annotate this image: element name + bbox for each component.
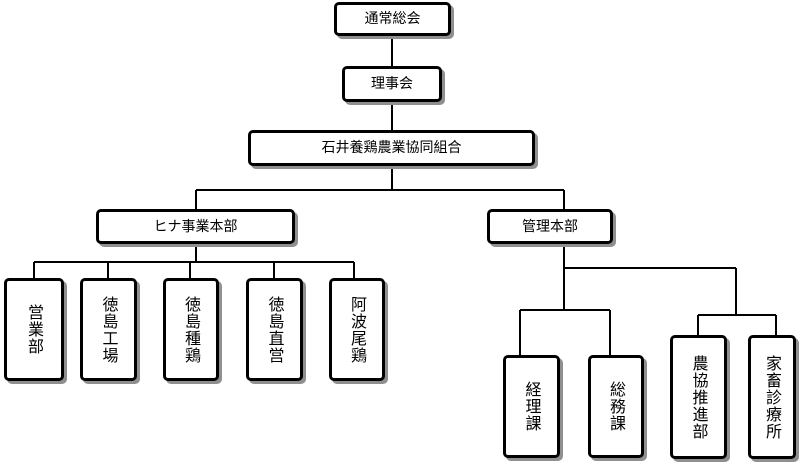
- hina-division-label: ヒナ事業本部: [153, 218, 238, 235]
- board-label: 理事会: [371, 76, 413, 92]
- admin-section-accounting: 経理課: [503, 355, 560, 458]
- hina-unit-awaodori: 阿波尾鶏: [329, 278, 385, 381]
- cooperative-label: 石井養鶏農業協同組合: [321, 140, 462, 156]
- admin-unit-promotion-label: 農協推進部: [689, 354, 709, 440]
- admin-division-label: 管理本部: [522, 218, 578, 235]
- admin-section-accounting-label: 経理課: [522, 381, 542, 432]
- hina-unit-awaodori-label: 阿波尾鶏: [348, 295, 367, 364]
- board-box: 理事会: [342, 66, 442, 102]
- admin-unit-clinic: 家畜診療所: [748, 335, 796, 459]
- admin-section-general-affairs-label: 総務課: [607, 381, 626, 432]
- hina-unit-tokushima-factory-label: 徳島工場: [99, 295, 119, 364]
- general-meeting-box: 通常総会: [334, 2, 451, 36]
- general-meeting-label: 通常総会: [364, 11, 421, 27]
- hina-unit-sales-label: 営業部: [25, 304, 44, 355]
- hina-unit-tokushima-direct: 徳島直営: [246, 278, 303, 381]
- hina-unit-tokushima-breeder: 徳島種鶏: [163, 278, 219, 381]
- admin-division-box: 管理本部: [487, 209, 613, 244]
- hina-unit-sales: 営業部: [4, 278, 64, 381]
- admin-unit-promotion: 農協推進部: [670, 335, 727, 459]
- hina-unit-tokushima-breeder-label: 徳島種鶏: [182, 295, 201, 364]
- hina-unit-tokushima-direct-label: 徳島直営: [265, 295, 285, 364]
- cooperative-box: 石井養鶏農業協同組合: [248, 130, 535, 166]
- hina-unit-tokushima-factory: 徳島工場: [80, 278, 137, 381]
- admin-section-general-affairs: 総務課: [588, 355, 644, 458]
- admin-unit-clinic-label: 家畜診療所: [763, 354, 782, 440]
- hina-division-box: ヒナ事業本部: [96, 209, 295, 244]
